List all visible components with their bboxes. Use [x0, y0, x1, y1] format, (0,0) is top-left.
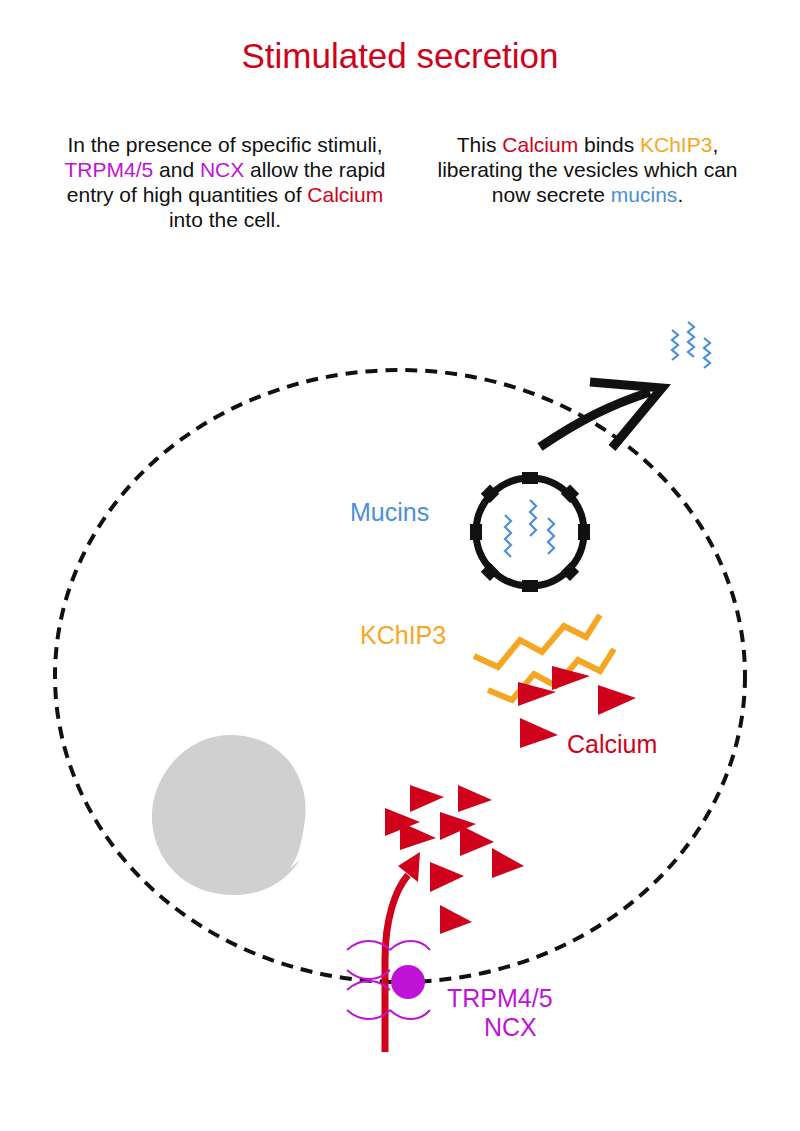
title: Stimulated secretion [0, 36, 800, 76]
channel-label: TRPM4/5 [447, 984, 553, 1013]
ion-label: Calcium [567, 730, 657, 759]
note-text: This Calcium binds KChIP3, liberating th… [425, 132, 750, 207]
protein-label: KChIP3 [360, 621, 446, 650]
note-text: In the presence of specific stimuli, TRP… [55, 132, 395, 232]
vesicle-label: Mucins [350, 498, 429, 527]
channel-label: NCX [484, 1013, 537, 1042]
